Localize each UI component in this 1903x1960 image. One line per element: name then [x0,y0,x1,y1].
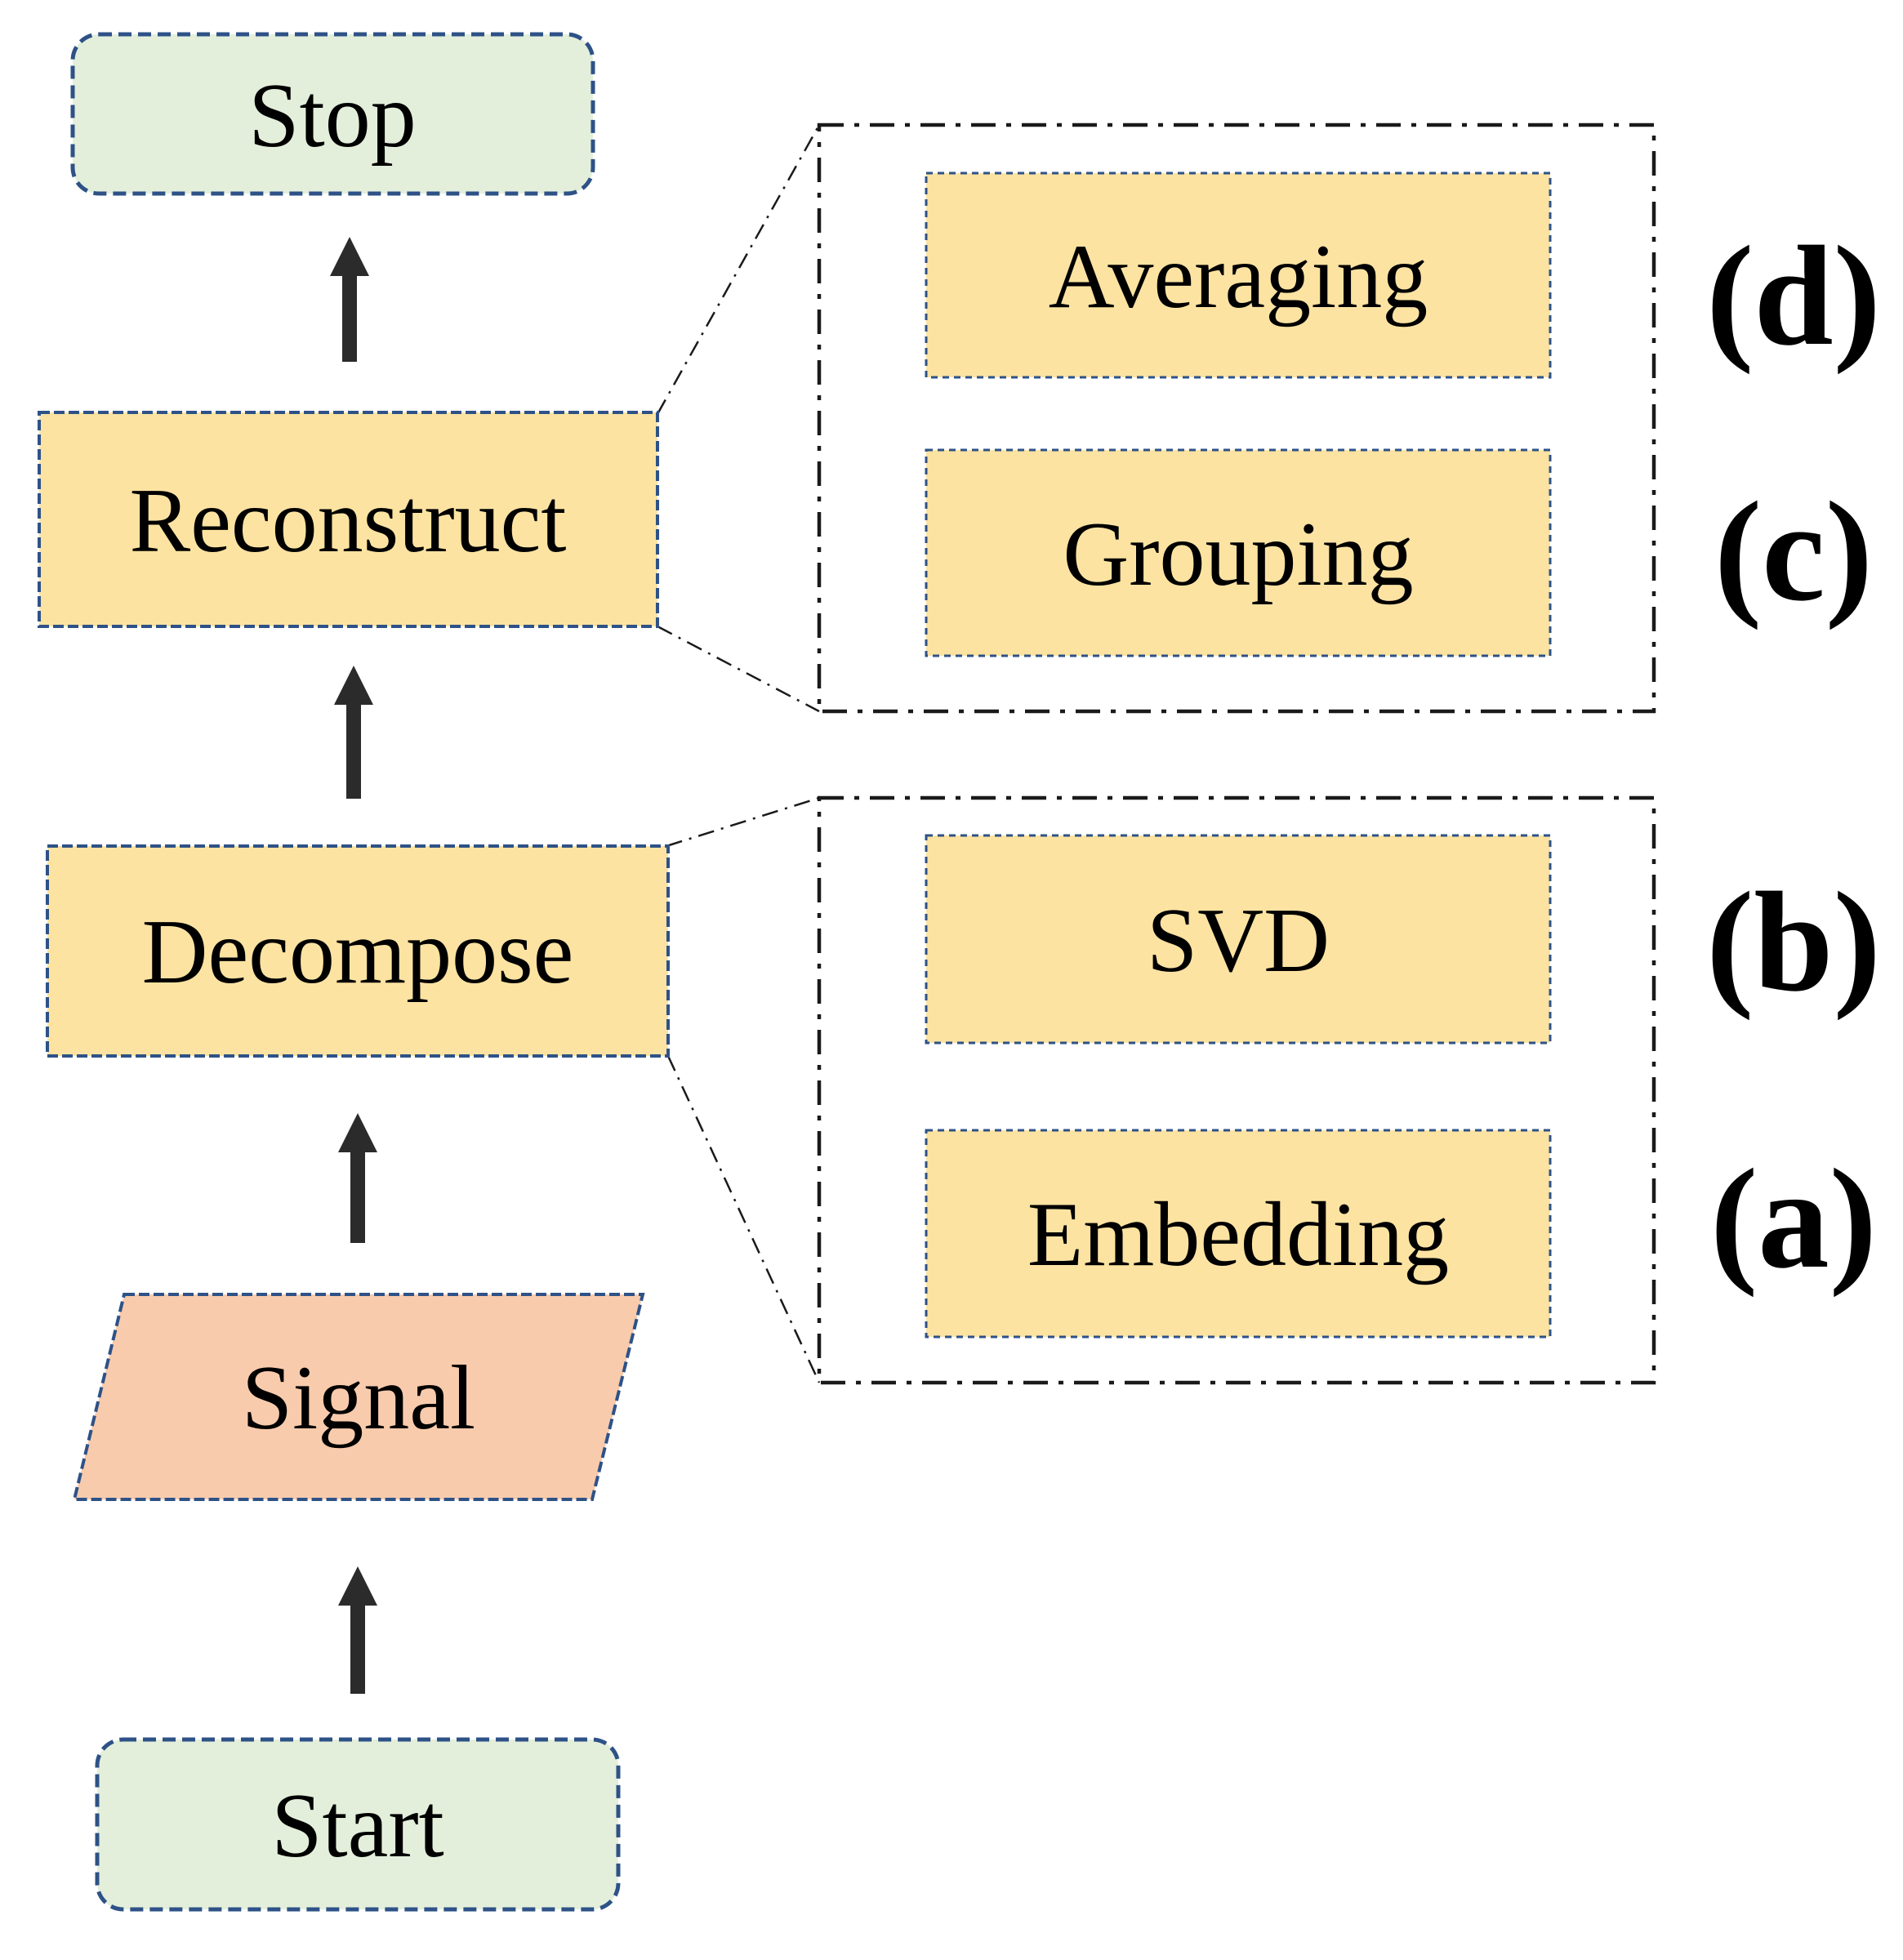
node-decompose: Decompose [46,844,670,1058]
stop-box [70,32,595,196]
grouping-label: Grouping [1063,504,1413,605]
step-averaging: Averaging [925,172,1552,379]
connector-reconstruct-to-detail-bottom [657,625,820,713]
reconstruct-details-container [817,122,1656,714]
arrow-start-to-signal [338,1566,377,1694]
arrow-reconstruct-to-stop [330,237,369,362]
embedding-box [925,1129,1552,1339]
tag-a-label: (a) [1710,1139,1877,1298]
stop-label: Stop [248,65,416,167]
node-signal: Signal [72,1293,645,1501]
signal-shape [72,1293,645,1501]
reconstruct-box [38,411,659,628]
decompose-box [46,844,670,1058]
averaging-box [925,172,1552,379]
embedding-label: Embedding [1027,1184,1449,1285]
node-reconstruct: Reconstruct [38,411,659,628]
svd-box [925,834,1552,1045]
step-embedding: Embedding [925,1129,1552,1339]
signal-label: Signal [242,1348,475,1449]
step-grouping: Grouping [925,448,1552,657]
connector-decompose-to-detail-bottom [666,1055,821,1383]
connector-decompose-to-detail-top [666,796,820,848]
connector-reconstruct-to-detail-top [656,124,821,415]
svd-label: SVD [1147,890,1330,991]
averaging-label: Averaging [1049,226,1428,327]
start-box [95,1737,621,1912]
reconstruct-label: Reconstruct [130,470,567,572]
node-stop: Stop [70,32,595,196]
arrow-signal-to-decompose [338,1113,377,1243]
arrow-decompose-to-reconstruct [334,666,373,799]
decompose-label: Decompose [142,902,574,1003]
node-start: Start [95,1737,621,1912]
tag-b-label: (b) [1706,862,1881,1021]
decompose-details-container [817,795,1656,1385]
grouping-box [925,448,1552,657]
tag-c-label: (c) [1714,472,1873,630]
tag-d-label: (d) [1706,216,1881,375]
step-svd: SVD [925,834,1552,1045]
start-label: Start [271,1775,444,1877]
